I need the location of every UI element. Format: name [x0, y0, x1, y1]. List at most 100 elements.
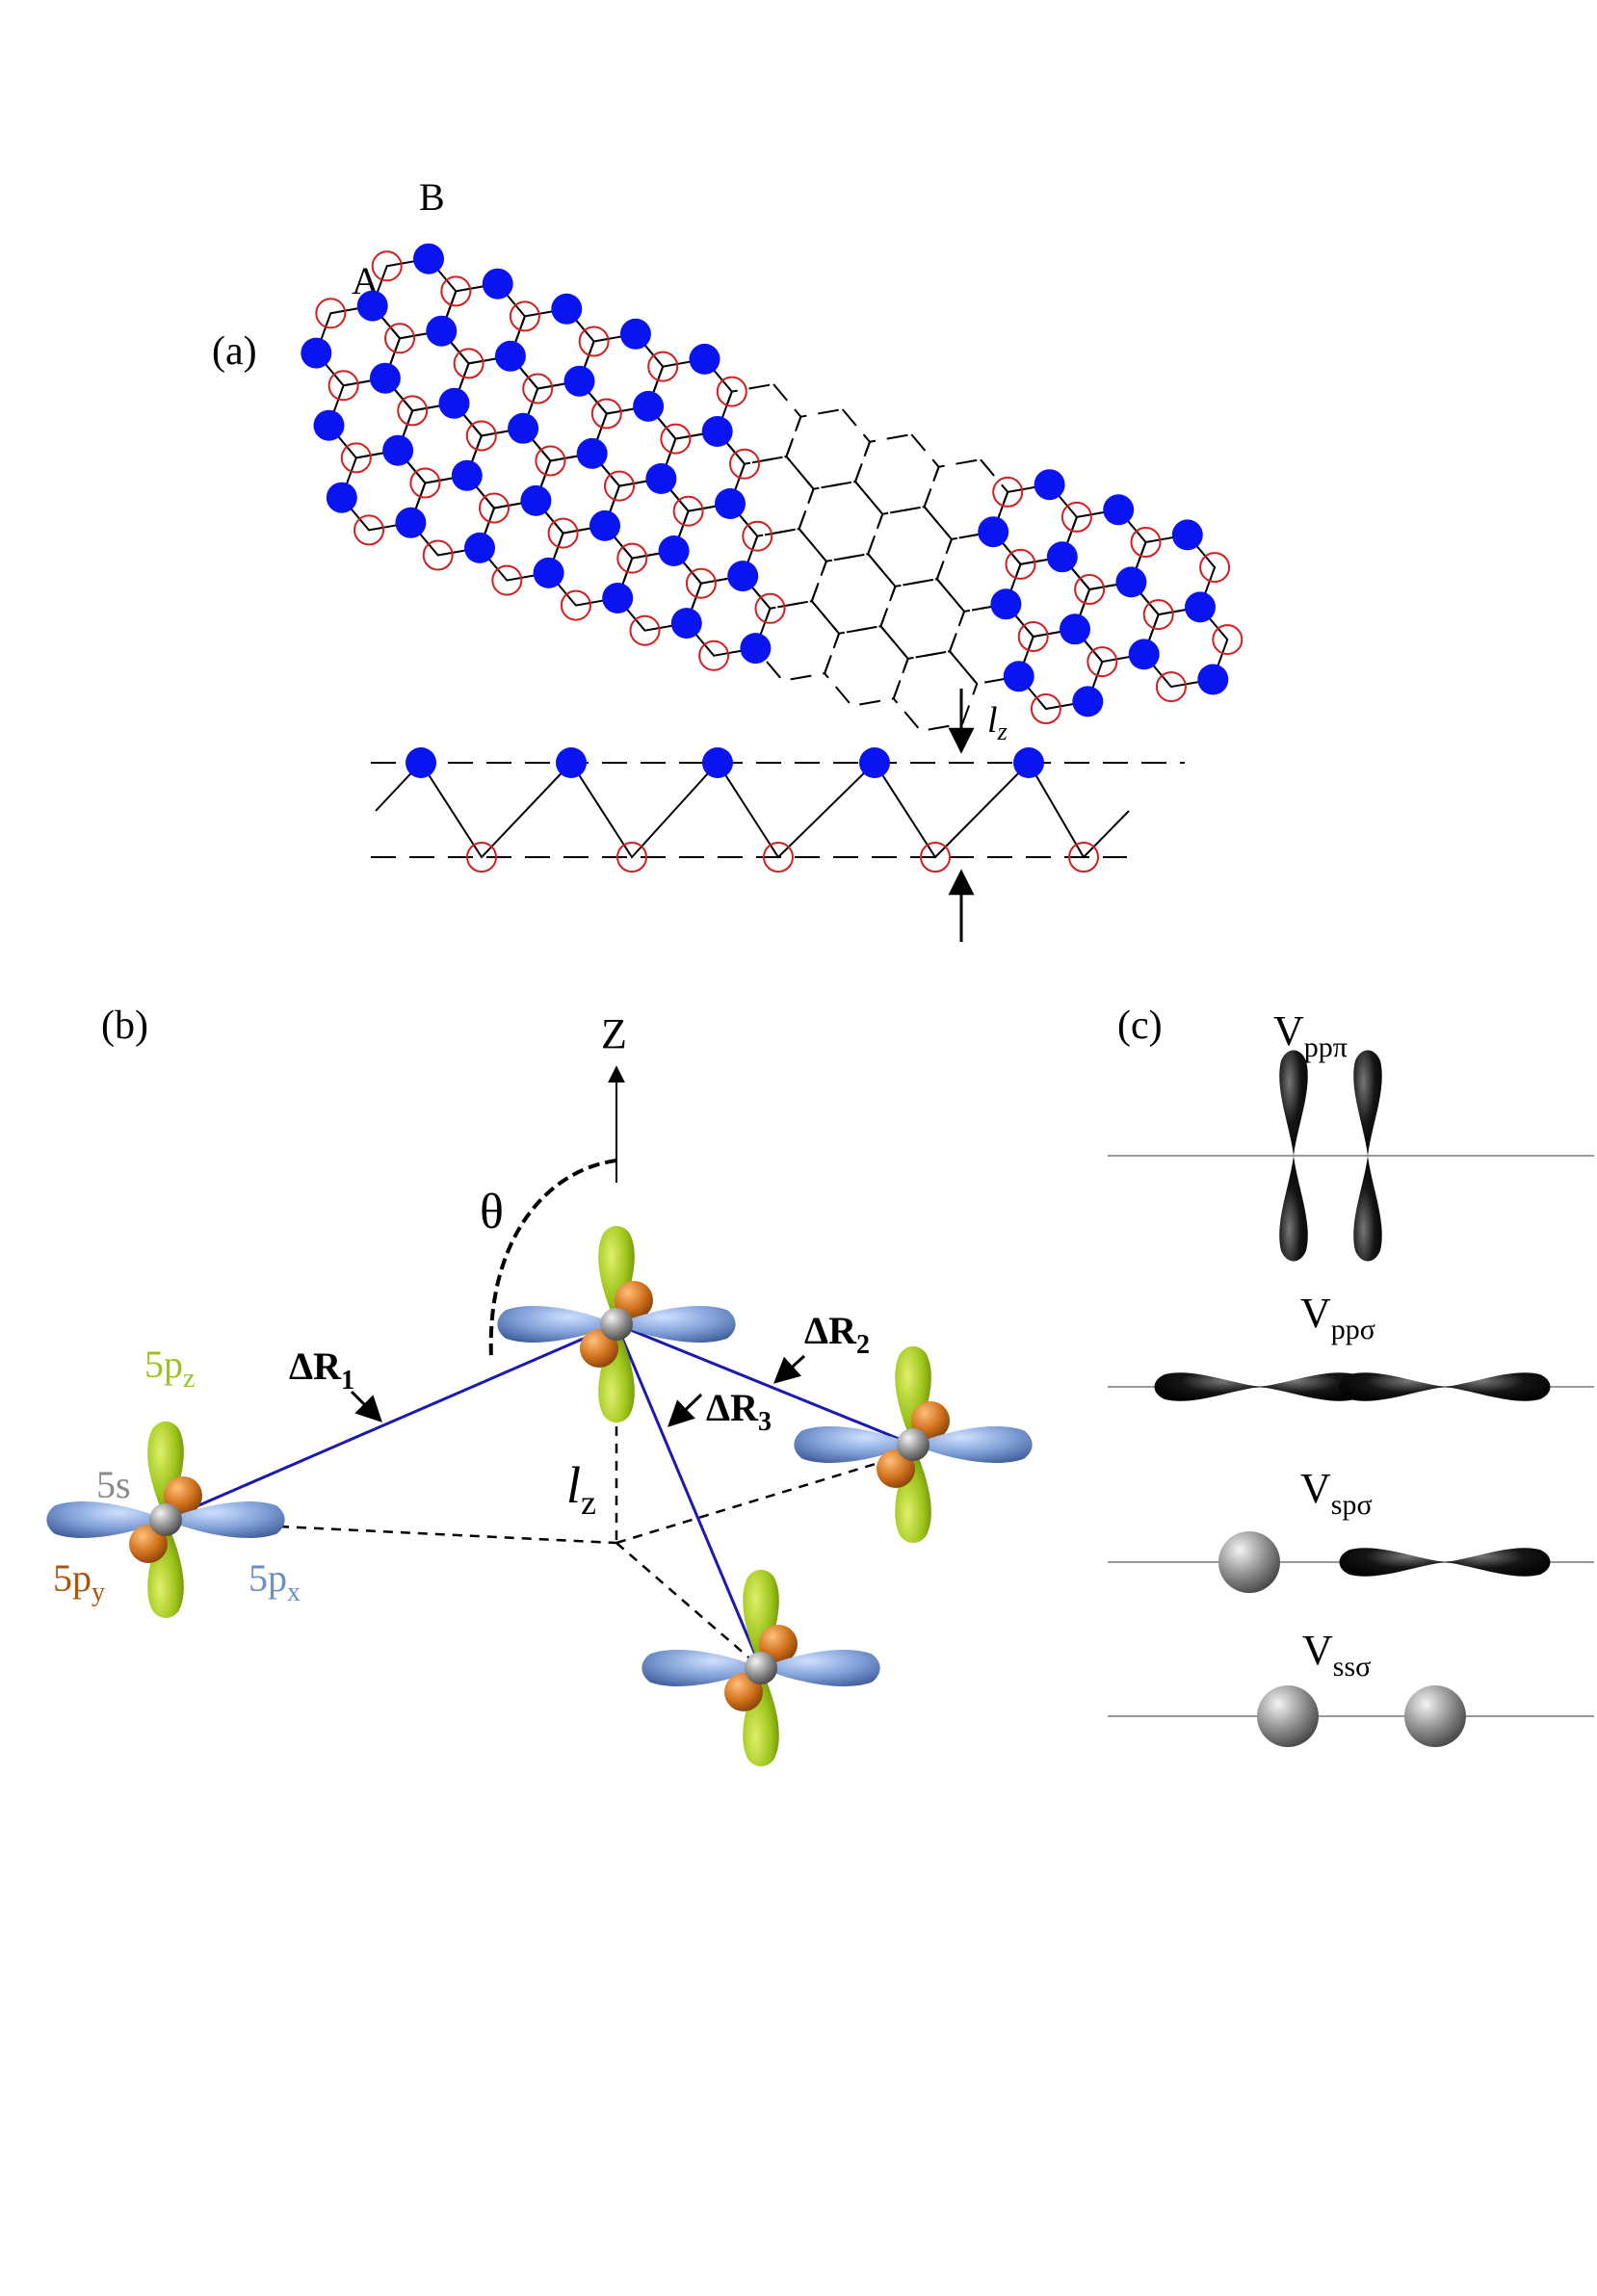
atom-a: [1197, 664, 1229, 695]
atom-b: [992, 476, 1024, 508]
atom-b: [578, 326, 610, 357]
atom-a: [1046, 541, 1078, 573]
s-orbital: [149, 1503, 182, 1536]
orbital-cluster: [46, 1421, 285, 1619]
atom-b: [685, 567, 717, 599]
atom-b: [647, 351, 679, 382]
delta-r1-label: ΔR1: [289, 1344, 354, 1396]
theta-label: θ: [480, 1185, 504, 1239]
atom-a: [633, 390, 665, 422]
delta-r2-line: [615, 1322, 914, 1447]
atom-b: [479, 492, 510, 524]
orbital-cluster: [794, 1345, 1033, 1544]
s-orbital: [600, 1308, 633, 1341]
reference-lines: [1108, 1155, 1594, 1717]
buckle-label-b: lz: [566, 1456, 596, 1522]
atom-a: [1072, 686, 1104, 718]
v-ss-sigma-label: Vssσ: [1302, 1627, 1371, 1683]
atom-b: [1017, 621, 1049, 652]
vector-pointer-arrows: [350, 1354, 806, 1427]
upper-atoms: [406, 747, 1044, 778]
atom-a: [520, 484, 552, 516]
atom-b: [590, 398, 622, 430]
atom-a: [395, 507, 427, 538]
atom-b: [629, 614, 661, 646]
panel-b: (b) Z θ lz ΔR1 ΔR2 ΔR3: [46, 1004, 1033, 1767]
atom-b: [353, 514, 384, 546]
orbital-cluster: [641, 1569, 880, 1767]
atom-a: [356, 290, 388, 322]
atom-a: [426, 315, 458, 347]
honeycomb-atoms: [301, 243, 1244, 724]
buckle-label-a: lz: [987, 700, 1008, 745]
atom-a: [482, 268, 513, 300]
atom-b: [1060, 501, 1092, 533]
panel-c-label: (c): [1117, 1004, 1163, 1048]
atom-a: [1060, 613, 1090, 645]
atom-b: [371, 250, 403, 282]
atom-a: [740, 633, 772, 665]
v-sp-sigma-label: Vspσ: [1300, 1465, 1373, 1521]
s-orbital: [745, 1652, 777, 1684]
panel-b-label: (b): [101, 1004, 148, 1048]
delta-r3-label: ΔR3: [706, 1386, 772, 1437]
atom-b: [698, 639, 730, 671]
lower-atoms: [466, 842, 1099, 873]
atom-a: [438, 387, 470, 419]
atom-a: [1128, 639, 1160, 670]
atom-b: [742, 520, 773, 552]
atom-a: [727, 561, 759, 592]
atom-b: [340, 442, 372, 474]
atom-b: [535, 445, 566, 477]
orbital-clusters: [46, 1225, 1033, 1767]
atom-a: [990, 588, 1022, 620]
atom-a: [1115, 566, 1147, 598]
atom-a: [576, 437, 608, 469]
atom-a: [1171, 519, 1203, 551]
bond-vectors: [165, 1322, 914, 1669]
atom-b: [754, 592, 786, 624]
orbital-cluster: [497, 1225, 736, 1423]
orbital-px-label: 5px: [249, 1556, 301, 1607]
atom-a: [563, 365, 595, 397]
atom-b: [1212, 624, 1244, 656]
panel-a-label: (a): [212, 329, 257, 374]
atom-b: [560, 589, 591, 621]
atom-b: [1005, 548, 1036, 580]
atom-b: [509, 300, 540, 332]
hexagon-cell: [1142, 606, 1229, 689]
atom-b: [465, 420, 497, 452]
atom-a: [508, 412, 539, 444]
atom-b: [384, 323, 415, 354]
atom-b: [1155, 671, 1187, 703]
v-pp-sigma-label: Vppσ: [1300, 1290, 1375, 1345]
dashed-hexagon-cell: [935, 531, 1022, 613]
sublattice-b-label: B: [419, 175, 445, 219]
atom-b: [729, 448, 760, 480]
zigzag-chain: [375, 761, 1130, 859]
atom-a: [313, 409, 345, 441]
delta-r1-line: [165, 1322, 617, 1522]
atom-a: [326, 482, 357, 513]
s-orbital: [897, 1428, 929, 1461]
atom-a: [301, 337, 332, 369]
atom-a: [978, 516, 1009, 548]
atom-a: [589, 509, 620, 541]
atom-b: [660, 423, 692, 455]
delta-r3-line: [615, 1323, 763, 1669]
atom-b: [453, 348, 484, 379]
delta-r2-label: ΔR2: [804, 1309, 870, 1360]
ss-sigma-orbitals: [1257, 1685, 1466, 1747]
panel-a: (a) B A lz: [212, 175, 1244, 942]
atom-b: [422, 539, 454, 571]
dashed-hexagon-cell: [892, 650, 979, 733]
atom-b: [440, 275, 472, 307]
atom-a: [715, 488, 746, 519]
atom-b: [522, 373, 554, 404]
orbital-pz-label: 5pz: [144, 1343, 195, 1394]
atom-b: [1199, 552, 1231, 584]
atom-a: [413, 243, 444, 274]
atom-b: [547, 517, 579, 549]
atom-b: [672, 495, 704, 527]
